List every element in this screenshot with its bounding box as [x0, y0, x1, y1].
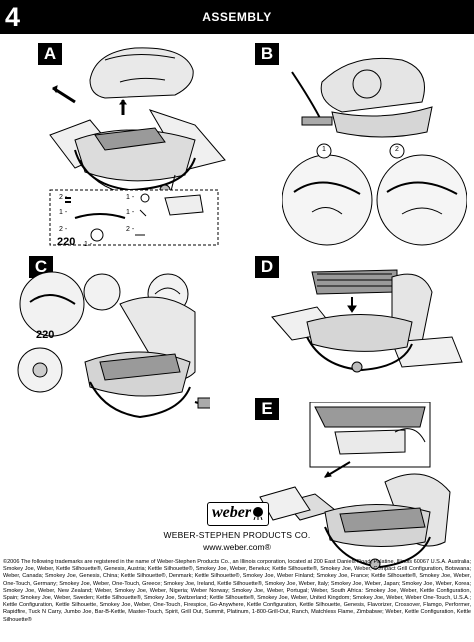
step-b-illustration: [282, 57, 467, 246]
step-label-d: D: [255, 256, 279, 278]
part-qty: 1 -: [84, 241, 93, 248]
model-number: 220: [57, 236, 76, 248]
kettle-icon: [253, 507, 263, 520]
part-qty: 1 -: [126, 209, 135, 216]
step-d-illustration: [271, 269, 463, 373]
company-name: WEBER-STEPHEN PRODUCTS CO.: [163, 530, 311, 540]
callout-number: 2: [395, 146, 399, 153]
model-number: 220: [36, 329, 55, 341]
page-title: ASSEMBLY: [202, 10, 272, 24]
company-url: www.weber.com®: [203, 542, 271, 552]
step-label-a: A: [38, 43, 62, 65]
part-qty: 2 -: [59, 226, 68, 233]
weber-logo: weber: [207, 502, 269, 526]
part-qty: 2 -: [59, 194, 68, 201]
step-label-b: B: [255, 43, 279, 65]
logo-wordmark: weber: [212, 504, 252, 521]
step-e-illustration: [259, 402, 451, 570]
part-qty: 2 -: [126, 226, 135, 233]
step-a-illustration: [49, 47, 226, 246]
part-qty: 1 -: [126, 194, 135, 201]
step-c-illustration: [17, 271, 210, 419]
step-label-e: E: [255, 398, 279, 420]
page-header: 4 ASSEMBLY: [0, 0, 474, 34]
callout-number: 1: [322, 146, 326, 153]
page-number: 4: [5, 2, 21, 32]
part-qty: 1 -: [59, 209, 68, 216]
trademark-notice: ©2006 The following trademarks are regis…: [3, 559, 471, 623]
